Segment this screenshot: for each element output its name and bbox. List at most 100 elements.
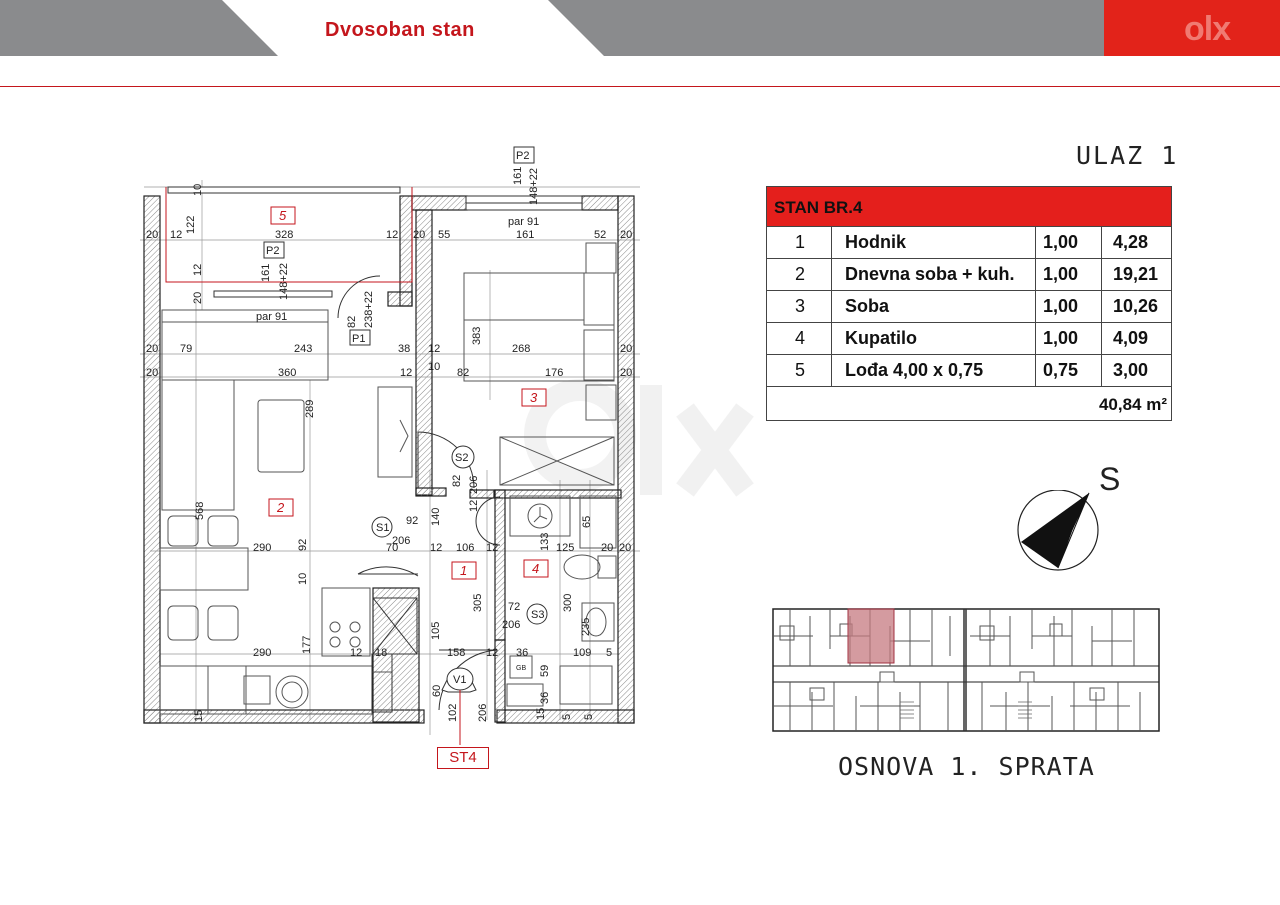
dim: 38	[398, 343, 410, 355]
stair-tag: ST4	[437, 747, 489, 769]
dim: 5	[606, 647, 612, 659]
total-area: 40,84 m²	[1098, 395, 1167, 414]
entrance-label: ULAZ 1	[1076, 141, 1179, 170]
dim: 122	[185, 216, 197, 234]
dim: 59	[539, 665, 551, 677]
dim: 140	[430, 508, 442, 526]
dim: 235	[580, 618, 592, 636]
dim: 268	[512, 343, 530, 355]
dim: 12	[468, 500, 480, 512]
dim: 20	[620, 367, 632, 379]
dim: 20	[192, 292, 204, 304]
dim: 70	[386, 542, 398, 554]
olx-logo[interactable]	[1104, 0, 1280, 56]
tag-p2-loggia: P2	[266, 245, 279, 257]
dim: 206	[468, 476, 480, 494]
dim: 383	[471, 327, 483, 345]
dim: 92	[406, 515, 418, 527]
window-label-living: par 91	[256, 311, 287, 323]
dim: 20	[620, 229, 632, 241]
dim: 82	[451, 475, 463, 487]
dim: 148+22	[528, 168, 540, 205]
dim: 360	[278, 367, 296, 379]
dim: 109	[573, 647, 591, 659]
dim: 300	[562, 594, 574, 612]
dim: 82	[346, 316, 358, 328]
dim: 20	[620, 343, 632, 355]
row-area: 10,26	[1113, 296, 1159, 316]
dim: 15	[535, 708, 547, 720]
dim: 290	[253, 542, 271, 554]
dim: 10	[297, 573, 309, 585]
table-total: 40,84 m²	[767, 387, 1171, 420]
dim: 20	[619, 542, 631, 554]
dim: 20	[146, 229, 158, 241]
dim: 79	[180, 343, 192, 355]
dim: 18	[375, 647, 387, 659]
dim: 290	[253, 647, 271, 659]
dim: 102	[447, 704, 459, 722]
logo-text: olx	[1184, 10, 1231, 48]
dim: 72	[508, 601, 520, 613]
boiler-label: GB	[516, 665, 526, 672]
dim: 12	[486, 647, 498, 659]
dim: 176	[545, 367, 563, 379]
tag-s3: S3	[531, 609, 544, 621]
dim: 12	[430, 542, 442, 554]
row-area: 3,00	[1113, 360, 1149, 380]
row-name: Lođa 4,00 x 0,75	[845, 360, 984, 380]
watermark-logo	[524, 379, 754, 497]
dim: 568	[194, 502, 206, 520]
dim: 161	[512, 167, 524, 185]
dim: 206	[477, 704, 489, 722]
dim: 20	[413, 229, 425, 241]
dim: 206	[502, 619, 520, 631]
dim: 105	[430, 622, 442, 640]
floor-key-plan	[772, 608, 1160, 732]
row-num: 1	[795, 232, 806, 252]
dim: 12	[486, 542, 498, 554]
dim: 12	[428, 343, 440, 355]
room-label-2: 2	[276, 500, 285, 515]
dim: 12	[192, 264, 204, 276]
dim: 10	[192, 184, 204, 196]
dim: 92	[297, 539, 309, 551]
dim: 15	[193, 710, 205, 722]
area-table: STAN BR.4 1 Hodnik 1,00 4,28 2 Dnevna so…	[766, 186, 1172, 421]
table-row: 4 Kupatilo 1,00 4,09	[767, 323, 1171, 355]
dim: 305	[472, 594, 484, 612]
header-bar	[0, 0, 1280, 56]
dim: 177	[301, 636, 313, 654]
tag-p2-top: P2	[516, 150, 529, 162]
window-label-bedroom: par 91	[508, 216, 539, 228]
dim: 12	[350, 647, 362, 659]
table-heading: STAN BR.4	[767, 187, 1171, 227]
dim: 5	[583, 714, 595, 720]
north-arrow-icon	[1017, 490, 1099, 571]
dim: 5	[561, 714, 573, 720]
tag-p1: P1	[352, 333, 365, 345]
row-factor: 1,00	[1043, 232, 1079, 252]
floor-plan-title: OSNOVA 1. SPRATA	[838, 752, 1095, 781]
row-area: 19,21	[1113, 264, 1159, 284]
dim: 243	[294, 343, 312, 355]
dim: 158	[447, 647, 465, 659]
dim: 106	[456, 542, 474, 554]
tag-s1: S1	[376, 522, 389, 534]
dim: 328	[275, 229, 293, 241]
dim: 289	[304, 400, 316, 418]
dim: 148+22	[278, 263, 290, 300]
page-title: Dvosoban stan	[325, 19, 475, 41]
dim: 161	[260, 264, 272, 282]
header-divider	[0, 86, 1280, 87]
row-factor: 1,00	[1043, 296, 1079, 316]
room-label-3: 3	[530, 390, 538, 405]
dim: 52	[594, 229, 606, 241]
row-factor: 1,00	[1043, 264, 1079, 284]
row-num: 3	[795, 296, 806, 316]
title-tab-shape	[222, 0, 604, 56]
dim: 161	[516, 229, 534, 241]
dim: 12	[170, 229, 182, 241]
dim: 82	[457, 367, 469, 379]
